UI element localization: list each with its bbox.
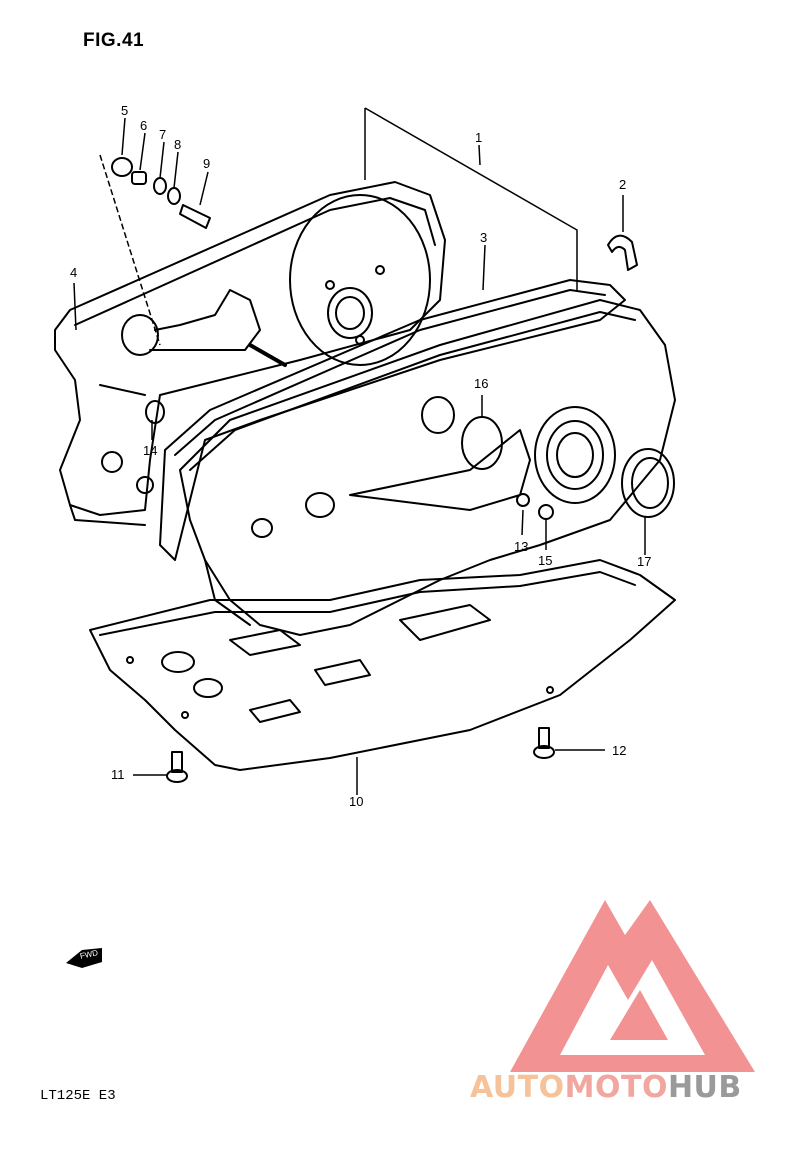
grommet-part-14 (145, 400, 165, 424)
callout-13: 13 (514, 539, 529, 554)
skid-plate-part-10 (89, 559, 676, 771)
watermark-logo-icon (510, 900, 755, 1072)
callout-7: 7 (159, 127, 167, 142)
bolt-part-11 (166, 751, 188, 783)
callout-2: 2 (619, 177, 627, 192)
callout-8: 8 (174, 137, 182, 152)
callout-14: 14 (143, 443, 158, 458)
watermark-brand: AUTOMOTOHUB (470, 1070, 794, 1105)
callout-3: 3 (480, 230, 488, 245)
callout-4: 4 (70, 265, 78, 280)
brand-hub: HUB (667, 1070, 742, 1105)
figure-title: FIG.41 (83, 30, 145, 51)
inner-cover-part-4 (54, 181, 446, 526)
callout-6: 6 (140, 118, 148, 133)
brand-auto: AUTO (470, 1070, 565, 1105)
brand-moto: MOTO (564, 1070, 668, 1105)
outer-cover-part-1 (179, 299, 676, 636)
oil-seal-part-17 (621, 448, 675, 518)
clip-part-2 (607, 234, 638, 271)
nut-part-15 (538, 504, 554, 520)
callout-16: 16 (474, 376, 489, 391)
washer-part-13 (516, 493, 530, 507)
fwd-arrow-icon (66, 948, 102, 968)
callout-17: 17 (637, 554, 652, 569)
callout-11: 11 (111, 767, 125, 782)
callout-12: 12 (612, 743, 627, 758)
bolt-part-12 (533, 727, 555, 759)
callout-15: 15 (538, 553, 553, 568)
callout-9: 9 (203, 156, 211, 171)
callout-10: 10 (349, 794, 364, 809)
callout-5: 5 (121, 103, 129, 118)
callout-1: 1 (475, 130, 483, 145)
gasket-part-3 (159, 279, 626, 561)
model-code: LT125E E3 (40, 1088, 116, 1104)
